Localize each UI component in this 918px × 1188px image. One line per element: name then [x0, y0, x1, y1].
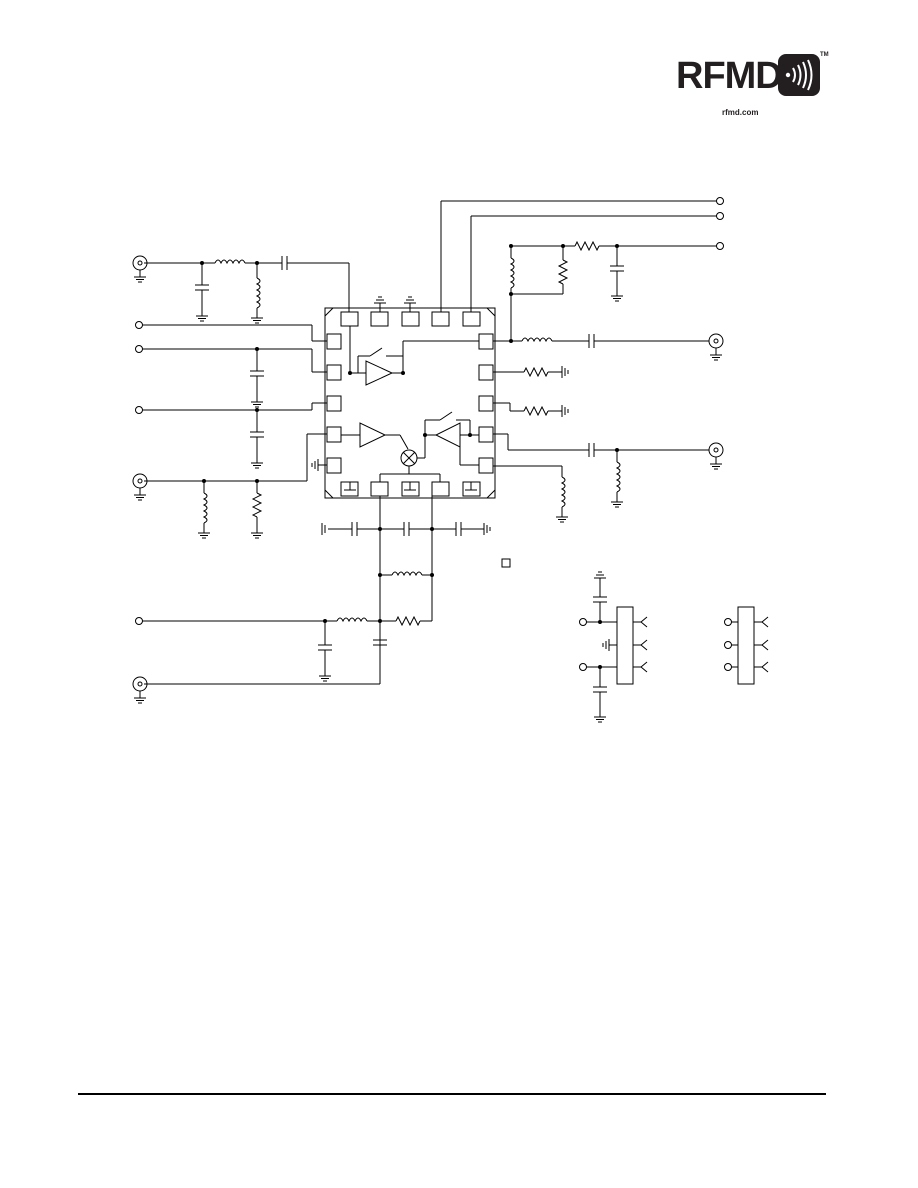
header-connector: [616, 606, 634, 685]
resistor-icon: [395, 615, 421, 627]
ic-pin: [401, 311, 420, 327]
sma-connector-icon: [132, 255, 724, 704]
ic-pin: [340, 311, 359, 327]
ic-pin: [478, 395, 494, 412]
ic-pin: [370, 311, 389, 327]
resistor-icon: [557, 259, 569, 285]
ic-pin: [431, 481, 450, 497]
ic-pin: [326, 426, 342, 443]
amplifier-icon: [359, 422, 387, 448]
terminal: [724, 663, 732, 671]
terminal: [724, 641, 732, 649]
ic-pin: [326, 364, 342, 381]
ic-pin: [478, 426, 494, 443]
terminal: [579, 618, 587, 626]
terminal: [579, 663, 587, 671]
resistor-icon: [523, 366, 549, 378]
legend-marker: [501, 558, 511, 568]
logo-brand: RFMD: [676, 55, 783, 97]
ic-pin: [326, 333, 342, 350]
ic-pin: [478, 457, 494, 474]
ic-pin: [431, 311, 450, 327]
inductor-icon: [560, 476, 566, 508]
terminal: [135, 406, 143, 414]
inductor-icon: [255, 277, 261, 309]
amplifier-icon: [434, 422, 461, 448]
terminal: [716, 197, 724, 205]
inductor-icon: [214, 259, 246, 265]
terminal: [135, 617, 143, 625]
inductor-icon: [336, 617, 368, 623]
inductor-icon: [509, 257, 515, 289]
ic-pin: [478, 364, 494, 381]
terminal: [135, 345, 143, 353]
terminal: [716, 212, 724, 220]
header-connector: [737, 606, 755, 685]
ic-pin: [326, 457, 342, 474]
resistor-icon: [251, 492, 263, 518]
ic-pin: [462, 311, 481, 327]
wireless-waves-icon: [778, 54, 820, 96]
logo-trademark: TM: [820, 52, 829, 58]
ic-pin: [326, 395, 342, 412]
inductor-icon: [615, 461, 621, 493]
terminal: [724, 618, 732, 626]
inductor-icon: [202, 492, 208, 524]
ic-pin: [370, 481, 389, 497]
terminal: [716, 242, 724, 250]
amplifier-icon: [365, 360, 394, 386]
inductor-icon: [391, 571, 423, 577]
footer-rule: [78, 1093, 826, 1095]
inductor-icon: [521, 337, 553, 343]
rfmd-logo: RFMD TM rfmd.com: [676, 52, 829, 118]
resistor-icon: [523, 405, 549, 417]
ic-pin: [478, 333, 494, 350]
logo-url: rfmd.com: [722, 108, 759, 117]
resistor-icon: [574, 240, 600, 252]
terminal: [135, 321, 143, 329]
